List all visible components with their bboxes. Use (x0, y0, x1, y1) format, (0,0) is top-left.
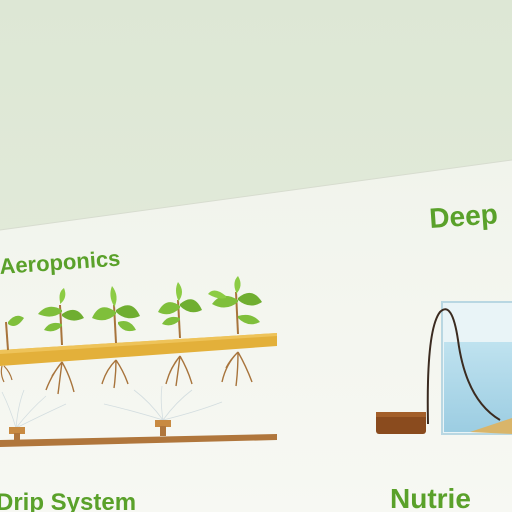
plant-icon (92, 286, 140, 389)
poster-edge (0, 159, 512, 231)
grow-tray (0, 333, 277, 366)
deep-water-illustration (376, 301, 512, 435)
mist-spray (1, 385, 223, 429)
plant-icon (38, 288, 84, 395)
panel-title-nutrient: Nutrie (390, 483, 471, 512)
plant-icon (158, 282, 202, 387)
supply-pipe (0, 434, 277, 447)
aeroponics-illustration (0, 276, 277, 447)
plant-icon (208, 276, 262, 387)
panel-title-drip-system: Drip System (0, 489, 136, 512)
water-level (444, 342, 512, 432)
air-tube (426, 308, 501, 425)
pump-icon (376, 412, 426, 434)
panel-title-deep-water: Deep (428, 198, 498, 234)
spray-nozzle-icon (9, 420, 171, 441)
plant-icon (0, 315, 24, 383)
